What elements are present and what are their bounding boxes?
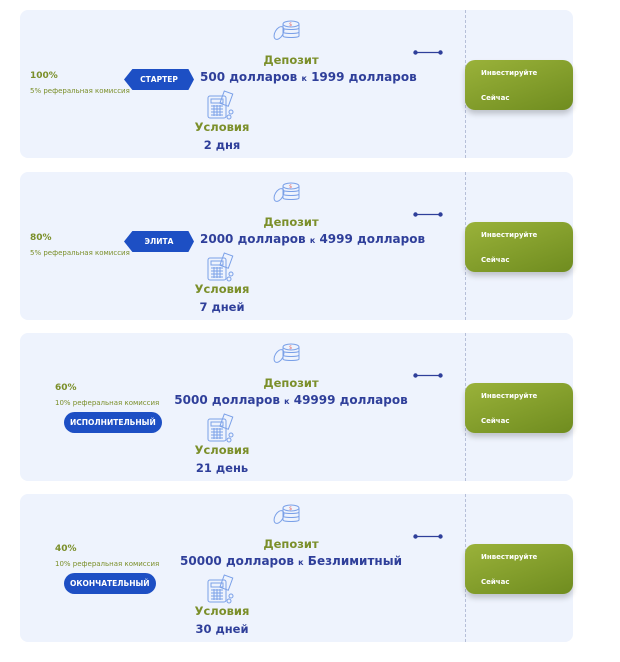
invest-button-line2: Сейчас xyxy=(481,256,510,264)
plan-card: 40% 10% реферальная комиссия $ Депозит 5… xyxy=(20,494,573,642)
deposit-label: Депозит xyxy=(263,376,319,390)
plan-percent: 60% xyxy=(55,383,77,393)
connector-line-icon xyxy=(413,534,443,539)
invest-button-line2: Сейчас xyxy=(481,578,510,586)
invest-button-line1: Инвестируйте xyxy=(481,231,538,239)
amount-connector: к xyxy=(301,74,307,83)
terms-label: Условия xyxy=(194,120,250,134)
svg-text:$: $ xyxy=(289,184,292,190)
deposit-range: 2000 долларов к 4999 долларов xyxy=(200,232,425,246)
amount-connector: к xyxy=(284,397,290,406)
plan-card: 100% 5% реферальная комиссия $ Депозит 5… xyxy=(20,10,573,158)
amount-connector: к xyxy=(309,236,316,245)
svg-text:$: $ xyxy=(289,506,292,512)
amount-from: 500 долларов xyxy=(200,70,298,84)
amount-to: Безлимитный xyxy=(307,554,402,568)
terms-label: Условия xyxy=(194,604,250,618)
calculator-icon xyxy=(207,90,234,120)
coins-icon: $ xyxy=(273,182,300,202)
amount-from: 5000 долларов xyxy=(174,393,280,407)
referral-commission: 10% реферальная комиссия xyxy=(55,560,160,568)
plan-badge: СТАРТЕР xyxy=(124,69,194,90)
deposit-label: Депозит xyxy=(263,215,319,229)
amount-connector: к xyxy=(298,558,304,567)
plan-percent: 80% xyxy=(30,233,52,243)
connector-line-icon xyxy=(413,212,443,217)
deposit-label: Депозит xyxy=(263,537,319,551)
calculator-icon xyxy=(207,252,234,282)
invest-button-line1: Инвестируйте xyxy=(481,553,538,561)
svg-text:$: $ xyxy=(289,22,292,28)
deposit-range: 50000 долларов к Безлимитный xyxy=(140,554,442,568)
terms-label: Условия xyxy=(194,282,250,296)
deposit-label: Депозит xyxy=(263,53,319,67)
coins-icon: $ xyxy=(273,20,300,40)
referral-commission: 5% реферальная комиссия xyxy=(30,87,130,95)
amount-from: 50000 долларов xyxy=(180,554,294,568)
terms-label: Условия xyxy=(194,443,250,457)
calculator-icon xyxy=(207,413,234,443)
plan-percent: 40% xyxy=(55,544,77,554)
invest-button-line1: Инвестируйте xyxy=(481,392,538,400)
invest-button-line1: Инвестируйте xyxy=(481,69,538,77)
terms-duration: 21 день xyxy=(195,461,249,475)
deposit-range: 5000 долларов к 49999 долларов xyxy=(140,393,442,407)
calculator-icon xyxy=(207,574,234,604)
terms-duration: 7 дней xyxy=(199,300,245,314)
referral-commission: 10% реферальная комиссия xyxy=(55,399,160,407)
plan-badge: ИСПОЛНИТЕЛЬНЫЙ xyxy=(64,412,162,433)
svg-text:$: $ xyxy=(289,345,292,351)
connector-line-icon xyxy=(413,373,443,378)
coins-icon: $ xyxy=(273,504,300,524)
plan-badge: ОКОНЧАТЕЛЬНЫЙ xyxy=(64,573,156,594)
amount-to: 49999 долларов xyxy=(293,393,408,407)
connector-line-icon xyxy=(413,50,443,55)
plan-card: 80% 5% реферальная комиссия $ Депозит 20… xyxy=(20,172,573,320)
plan-percent: 100% xyxy=(30,71,58,81)
deposit-range: 500 долларов к 1999 долларов xyxy=(200,70,417,84)
terms-duration: 30 дней xyxy=(195,622,249,636)
referral-commission: 5% реферальная комиссия xyxy=(30,249,130,257)
plan-badge: ЭЛИТА xyxy=(124,231,194,252)
amount-to: 1999 долларов xyxy=(311,70,417,84)
coins-icon: $ xyxy=(273,343,300,363)
terms-duration: 2 дня xyxy=(203,138,241,152)
plan-card: 60% 10% реферальная комиссия $ Депозит 5… xyxy=(20,333,573,481)
amount-from: 2000 долларов xyxy=(200,232,306,246)
amount-to: 4999 долларов xyxy=(319,232,426,246)
invest-button-line2: Сейчас xyxy=(481,94,510,102)
invest-button-line2: Сейчас xyxy=(481,417,510,425)
